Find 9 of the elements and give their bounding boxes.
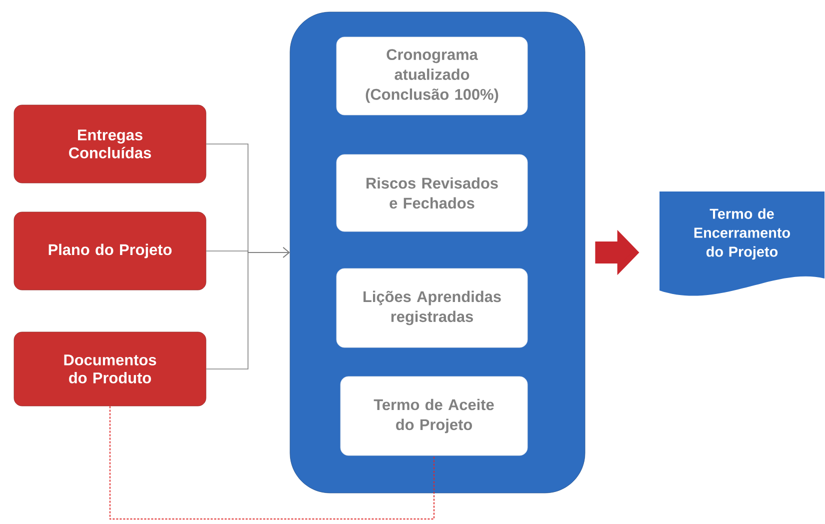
input-box: Plano do Projeto	[14, 212, 206, 290]
input-box: Documentos do Produto	[14, 332, 206, 406]
output-box: Termo de Aceite do Projeto	[340, 376, 528, 456]
dotted-line	[110, 406, 434, 520]
input-box: Entregas Concluídas	[14, 104, 206, 184]
output-box: Riscos Revisados e Fechados	[336, 154, 528, 232]
output-box: Cronograma atualizado (Conclusão 100%)	[336, 36, 528, 116]
output-box: Lições Aprendidas registradas	[336, 268, 528, 348]
connector-arrow	[206, 247, 290, 370]
